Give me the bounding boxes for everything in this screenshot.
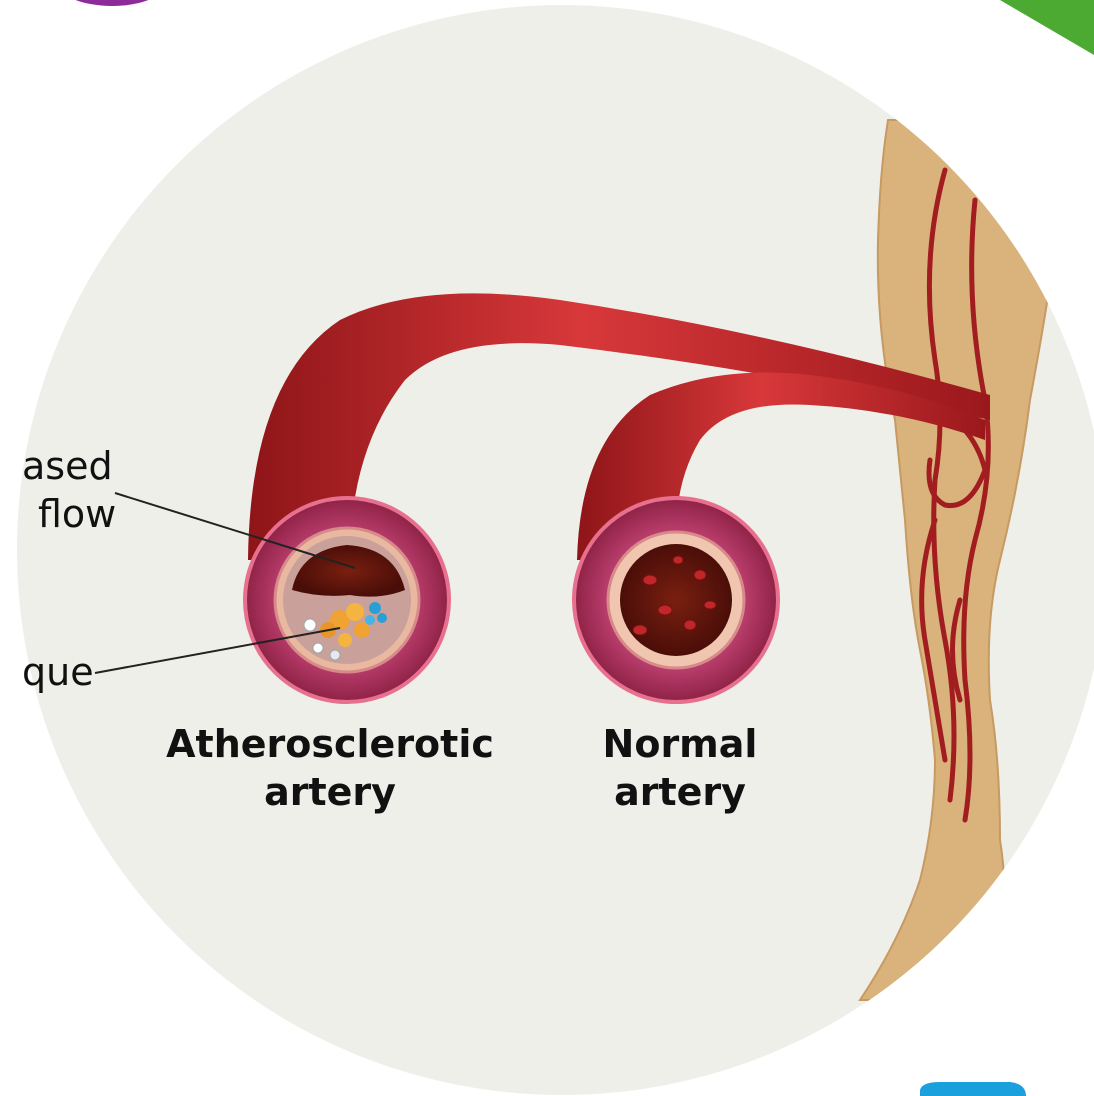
plaque-label: que <box>22 648 94 696</box>
blue-corner-shape <box>920 1082 1026 1096</box>
normal-artery-title: Normal <box>560 720 800 768</box>
decreased-flow-label-line2: flow <box>38 490 116 538</box>
atherosclerotic-artery-title: Atherosclerotic <box>160 720 500 768</box>
green-corner-shape <box>1000 0 1094 55</box>
atherosclerotic-cross-section <box>245 498 449 702</box>
atherosclerotic-artery-subtitle: artery <box>160 768 500 816</box>
normal-artery-subtitle: artery <box>560 768 800 816</box>
normal-cross-section <box>574 498 778 702</box>
decreased-flow-label-line1: ased <box>22 442 113 490</box>
purple-corner-shape <box>57 0 167 6</box>
